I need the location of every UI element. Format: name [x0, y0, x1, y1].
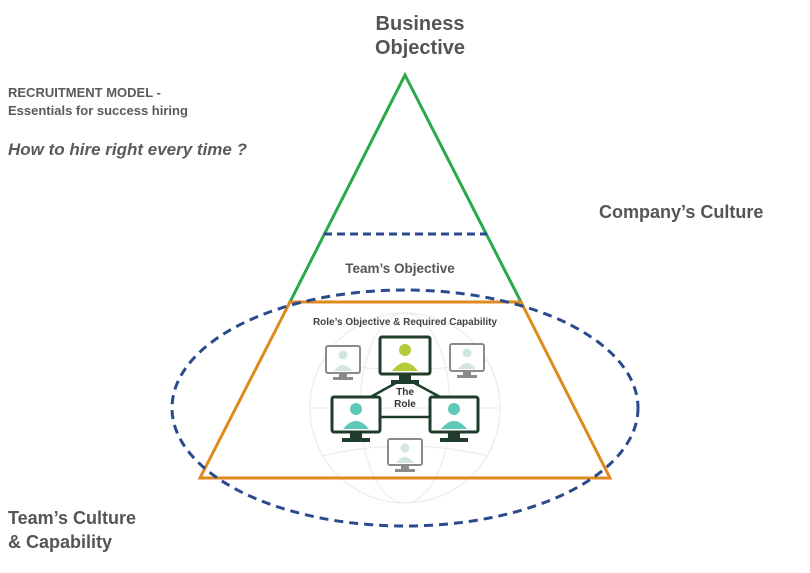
business-objective-line2: Objective [374, 37, 466, 59]
business-objective-line1: Business [375, 13, 465, 35]
monitor-person-icon [449, 343, 485, 378]
business-objective-label: Business Objective [310, 12, 530, 60]
team-objective-label: Team’s Objective [345, 261, 455, 276]
monitor-person-icon [387, 438, 423, 472]
role-objective-trapezoid [197, 300, 613, 480]
monitor-person-icon [378, 335, 432, 384]
model-title-line2: Essentials for success hiring [8, 103, 188, 118]
role-objective-label: Role’s Objective & Required Capability [312, 317, 498, 328]
team-culture-line1: Team’s Culture [8, 508, 137, 528]
the-role-line1: The [396, 387, 414, 398]
team-culture-line2: & Capability [8, 532, 113, 552]
monitor-person-icon [330, 395, 382, 442]
team-culture-ellipse [170, 288, 640, 528]
the-role-line2: Role [394, 399, 416, 410]
tagline: How to hire right every time ? [8, 140, 247, 159]
company-culture-label: Company’s Culture [599, 202, 764, 222]
monitor-person-icon [325, 345, 361, 380]
monitor-person-icon [428, 395, 480, 442]
team-culture-label: Team’s Culture & Capability [8, 506, 136, 554]
the-role-label: The Role [380, 387, 430, 411]
model-title-line1: RECRUITMENT MODEL - [8, 85, 161, 100]
model-title: RECRUITMENT MODEL - Essentials for succe… [8, 84, 188, 120]
